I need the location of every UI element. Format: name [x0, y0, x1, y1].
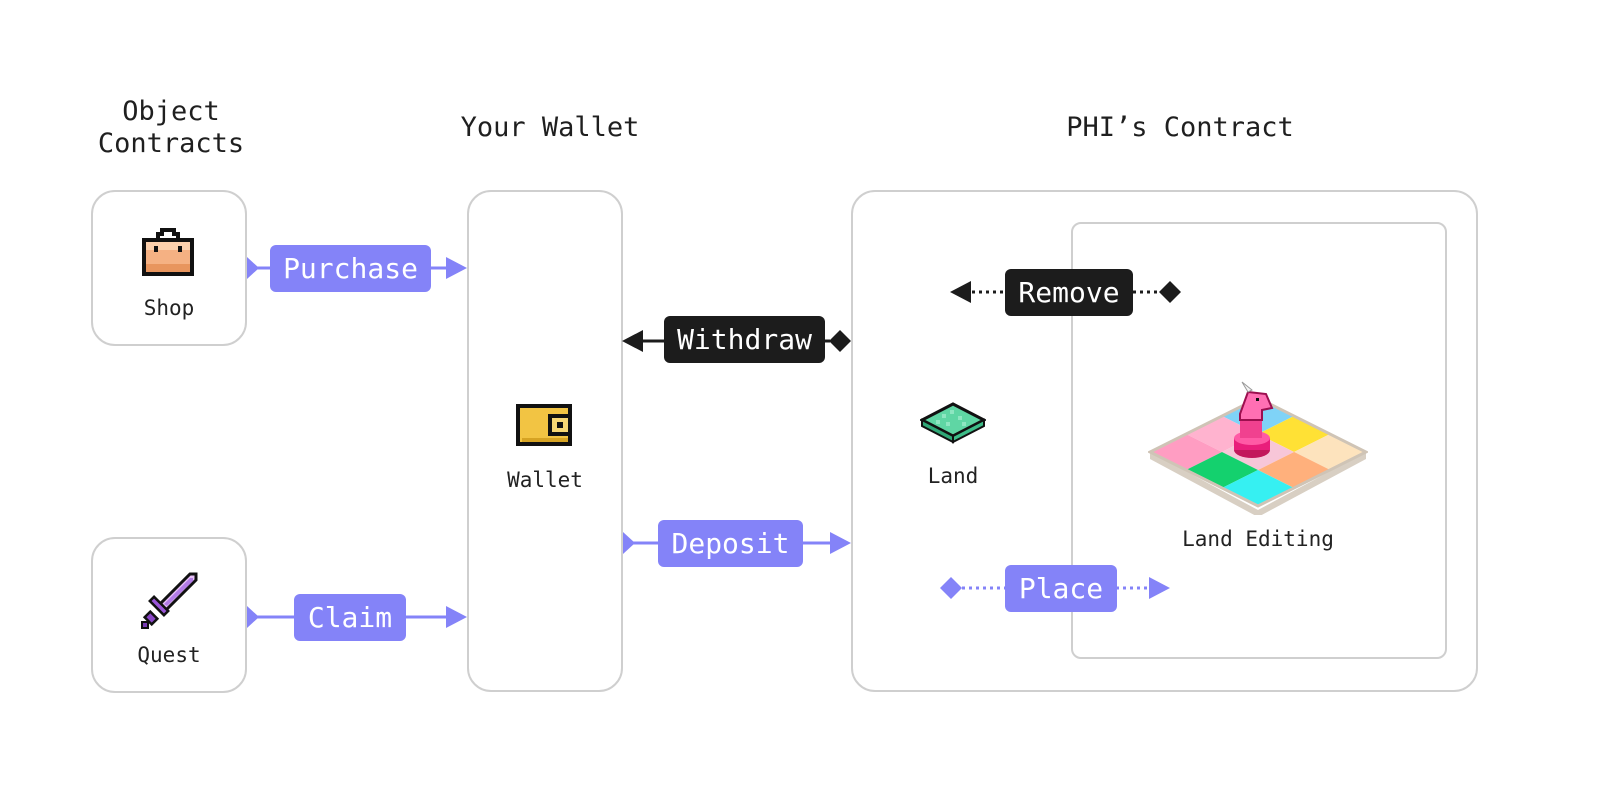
place-label[interactable]: Place	[1005, 565, 1117, 612]
shop-label: Shop	[143, 296, 195, 320]
land-grid-unicorn-icon	[1148, 381, 1368, 515]
quest-label: Quest	[137, 643, 201, 667]
land-label: Land	[927, 464, 979, 488]
heading-phi-contract: PHI’s Contract	[1066, 112, 1294, 143]
sword-icon	[141, 572, 198, 629]
land-editing-label: Land Editing	[1182, 527, 1334, 551]
wallet-label: Wallet	[507, 468, 583, 492]
heading-object-contracts: Object Contracts	[97, 96, 245, 159]
remove-label[interactable]: Remove	[1005, 269, 1133, 316]
shopping-bag-icon	[142, 228, 194, 276]
heading-your-wallet: Your Wallet	[460, 112, 640, 143]
withdraw-label[interactable]: Withdraw	[664, 316, 825, 363]
purchase-label[interactable]: Purchase	[270, 245, 431, 292]
claim-label[interactable]: Claim	[294, 594, 406, 641]
wallet-icon	[516, 404, 572, 446]
quest-box[interactable]	[91, 537, 247, 693]
land-tile-icon	[920, 402, 986, 444]
deposit-label[interactable]: Deposit	[658, 520, 803, 567]
unicorn-piece	[1234, 381, 1274, 458]
